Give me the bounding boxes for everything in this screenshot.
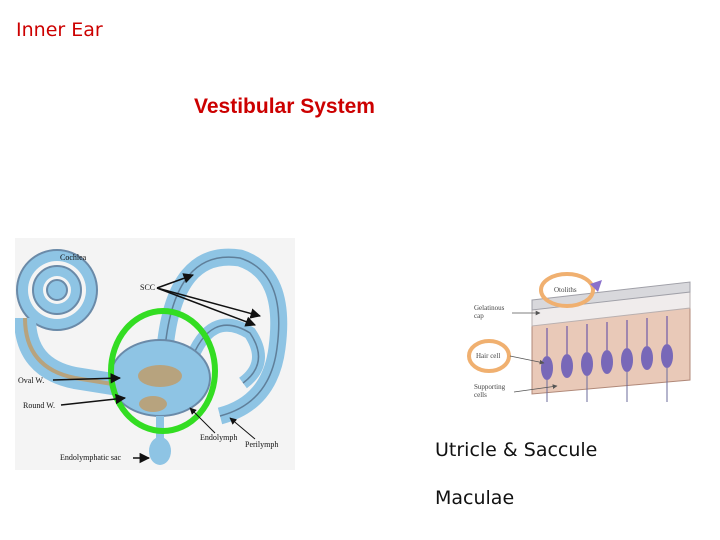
label-gelatinous-cap-line1: Gelatinous — [474, 304, 505, 312]
cochlear-duct-inner — [23, 317, 126, 388]
stereocilia — [546, 316, 668, 356]
utricle — [138, 365, 182, 387]
slide-header: Inner Ear — [16, 19, 103, 41]
saccule — [139, 396, 167, 412]
label-gelatinous-cap-line2: cap — [474, 312, 484, 320]
label-supporting-cells-line1: Supporting — [474, 383, 506, 391]
cochlea-spiral — [16, 249, 98, 331]
label-endolymphatic-sac: Endolymphatic sac — [60, 453, 122, 462]
label-endolymph: Endolymph — [200, 433, 237, 442]
vestibule-highlight-ring — [108, 308, 218, 434]
otoliths-highlight — [539, 272, 595, 308]
inner-ear-diagram: Cochlea SCC Oval W. Round W. Endolymphat… — [15, 238, 295, 470]
label-oval-window: Oval W. — [18, 376, 44, 385]
label-hair-cell: Hair cell — [476, 352, 500, 360]
macula-diagram: Otoliths Gelatinous cap Hair cell Suppor… — [467, 272, 691, 402]
nerve-fibers — [546, 368, 668, 402]
label-otoliths: Otoliths — [554, 286, 577, 294]
label-perilymph: Perilymph — [245, 440, 278, 449]
label-round-window: Round W. — [23, 401, 55, 410]
label-cochlea: Cochlea — [60, 253, 87, 262]
posterior-canal-outline — [189, 324, 260, 384]
endolymphatic-sac — [149, 437, 171, 465]
caption-utricle-saccule: Utricle & Saccule — [435, 439, 598, 461]
otolith-marker — [590, 280, 602, 292]
slide-title: Vestibular System — [194, 95, 375, 118]
leader-arrows — [52, 273, 262, 464]
macula-leader-lines — [509, 310, 558, 393]
label-scc: SCC — [140, 283, 155, 292]
label-supporting-cells-line2: cells — [474, 391, 487, 399]
hair-cells — [541, 344, 673, 380]
otolith-layer — [531, 281, 691, 311]
caption-maculae: Maculae — [435, 487, 515, 509]
hair-cell-highlight — [467, 339, 511, 373]
